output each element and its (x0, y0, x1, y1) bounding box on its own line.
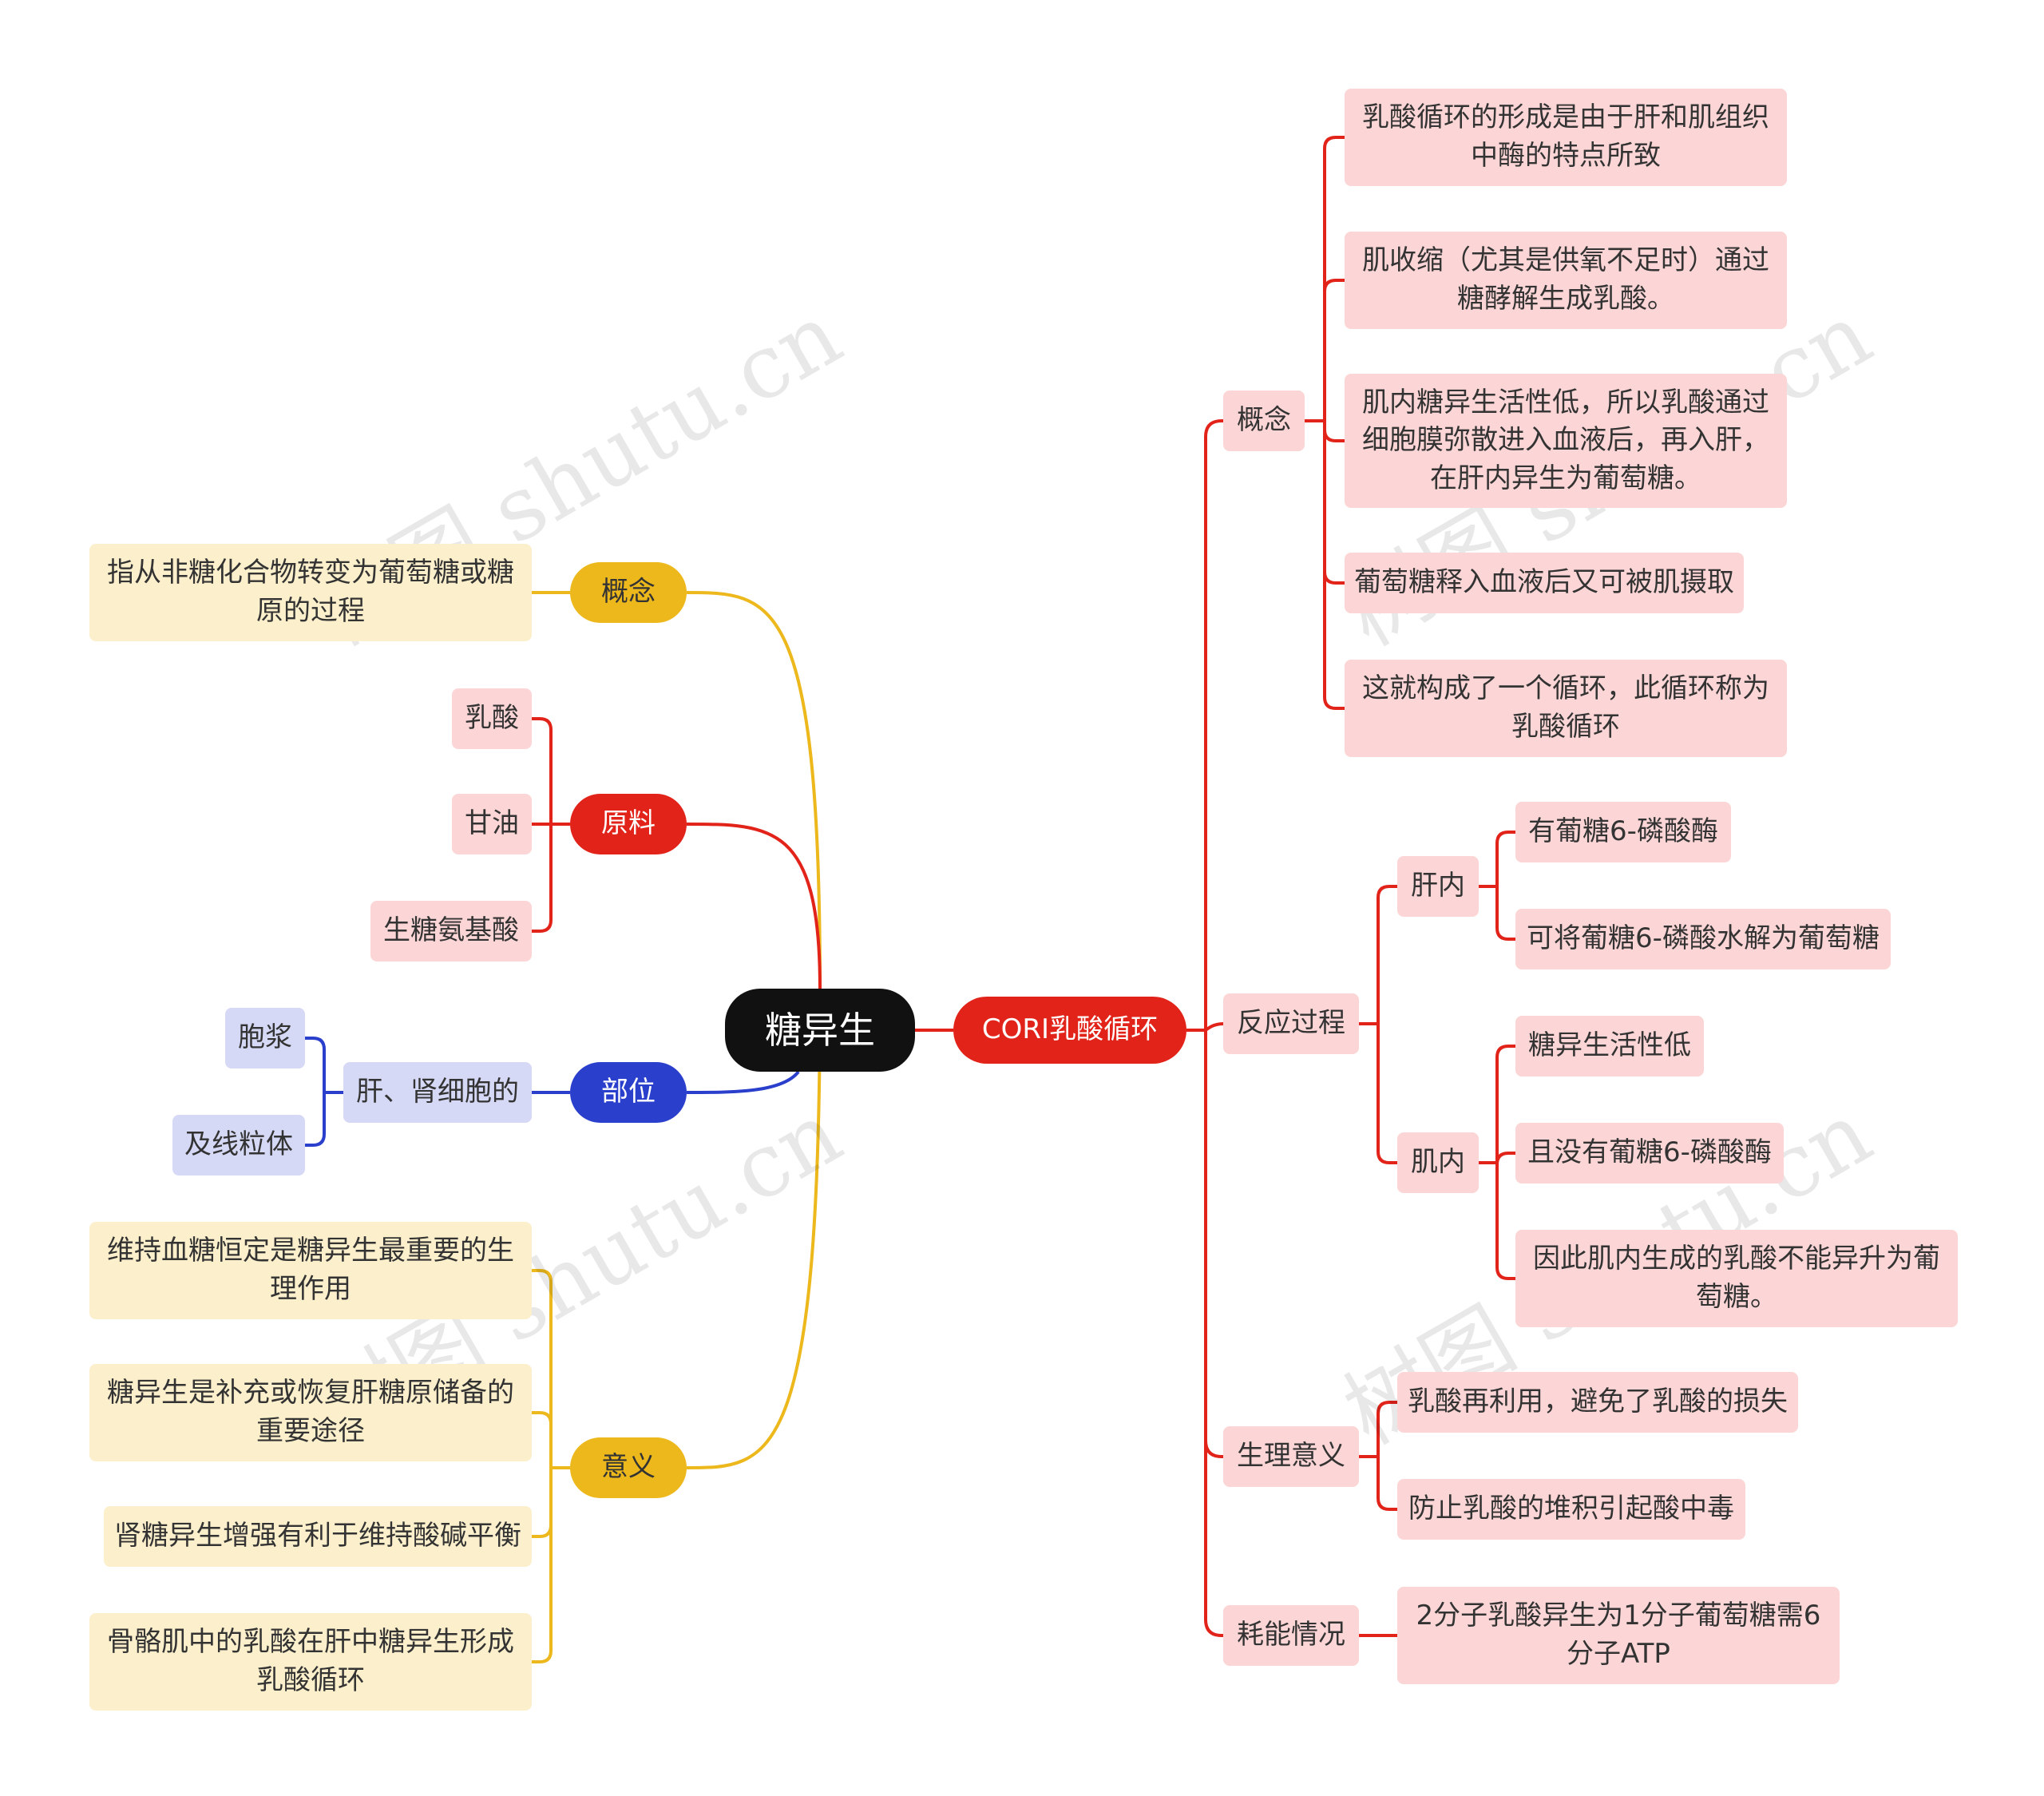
cori-concept-item[interactable]: 这就构成了一个循环，此循环称为乳酸循环 (1345, 660, 1787, 757)
liver-item[interactable]: 有葡糖6-磷酸酶 (1515, 802, 1731, 862)
significance-line (532, 1468, 553, 1663)
muscle-line (1495, 1045, 1515, 1163)
root-to-category-line (686, 823, 822, 989)
cori-concept-line (1323, 136, 1345, 421)
physiology-line (1377, 1401, 1397, 1457)
process-liver-node[interactable]: 肝内 (1397, 856, 1479, 917)
cori-branch-line (1204, 1022, 1224, 1032)
significance-line (532, 1468, 553, 1538)
cori-concept-line (1323, 279, 1345, 421)
liver-item[interactable]: 可将葡糖6-磷酸水解为葡萄糖 (1515, 909, 1891, 969)
muscle-line (1495, 1163, 1515, 1280)
root-to-category-line (686, 988, 822, 1469)
cori-energy-node[interactable]: 耗能情况 (1223, 1605, 1359, 1666)
root-to-category-line (686, 591, 822, 989)
location-mitochondria[interactable]: 及线粒体 (172, 1115, 305, 1176)
cori-process-line (1377, 1024, 1397, 1164)
significance-item[interactable]: 肾糖异生增强有利于维持酸碱平衡 (104, 1506, 532, 1567)
liver-line (1495, 886, 1515, 941)
physiology-item[interactable]: 防止乳酸的堆积引起酸中毒 (1397, 1479, 1745, 1540)
cori-branch-line (1204, 1030, 1223, 1458)
cori-concept-node[interactable]: 概念 (1223, 391, 1305, 451)
concept-definition[interactable]: 指从非糖化合物转变为葡萄糖或糖原的过程 (89, 544, 532, 641)
material-glycerol[interactable]: 甘油 (452, 794, 532, 854)
cori-concept-line (1323, 421, 1345, 585)
liver-line (1495, 831, 1515, 886)
cori-concept-line (1323, 421, 1345, 442)
cori-process-line (1377, 885, 1397, 1024)
physiology-item[interactable]: 乳酸再利用，避免了乳酸的损失 (1397, 1372, 1798, 1433)
cori-branch-line (1204, 419, 1223, 1030)
concept-node[interactable]: 概念 (570, 562, 687, 623)
energy-item[interactable]: 2分子乳酸异生为1分子葡萄糖需6分子ATP (1397, 1587, 1840, 1684)
cori-concept-item[interactable]: 肌收缩（尤其是供氧不足时）通过糖酵解生成乳酸。 (1345, 232, 1787, 329)
cori-branch-line (1204, 1030, 1223, 1637)
location-sub-line (305, 1037, 326, 1092)
physiology-line (1377, 1457, 1397, 1511)
root-to-location-line (686, 1070, 800, 1094)
cori-cycle-node[interactable]: CORI乳酸循环 (953, 997, 1186, 1064)
materials-line (532, 824, 553, 933)
location-sub-line (305, 1092, 326, 1147)
cori-concept-line (1323, 421, 1345, 710)
significance-item[interactable]: 骨骼肌中的乳酸在肝中糖异生形成乳酸循环 (89, 1613, 532, 1711)
location-cytoplasm[interactable]: 胞浆 (225, 1008, 305, 1068)
muscle-item[interactable]: 因此肌内生成的乳酸不能异升为葡萄糖。 (1515, 1230, 1958, 1327)
significance-line (532, 1411, 553, 1468)
cori-process-node[interactable]: 反应过程 (1223, 993, 1359, 1054)
muscle-item[interactable]: 且没有葡糖6-磷酸酶 (1515, 1123, 1784, 1183)
cori-concept-item[interactable]: 肌内糖异生活性低，所以乳酸通过细胞膜弥散进入血液后，再入肝，在肝内异生为葡萄糖。 (1345, 374, 1787, 508)
significance-item[interactable]: 糖异生是补充或恢复肝糖原储备的重要途径 (89, 1364, 532, 1461)
root-node[interactable]: 糖异生 (725, 989, 915, 1072)
cori-concept-item[interactable]: 葡萄糖释入血液后又可被肌摄取 (1345, 553, 1744, 613)
significance-line (532, 1269, 553, 1468)
significance-item[interactable]: 维持血糖恒定是糖异生最重要的生理作用 (89, 1222, 532, 1319)
location-node[interactable]: 部位 (570, 1062, 687, 1123)
process-muscle-node[interactable]: 肌内 (1397, 1132, 1479, 1193)
material-amino-acids[interactable]: 生糖氨基酸 (370, 901, 532, 961)
material-lactate[interactable]: 乳酸 (452, 688, 532, 749)
cori-physiology-node[interactable]: 生理意义 (1223, 1426, 1359, 1487)
materials-node[interactable]: 原料 (570, 794, 687, 854)
cori-concept-item[interactable]: 乳酸循环的形成是由于肝和肌组织中酶的特点所致 (1345, 89, 1787, 186)
materials-line (532, 717, 553, 824)
muscle-item[interactable]: 糖异生活性低 (1515, 1016, 1704, 1076)
muscle-line (1495, 1152, 1515, 1165)
location-cells[interactable]: 肝、肾细胞的 (343, 1062, 532, 1123)
significance-node[interactable]: 意义 (570, 1437, 687, 1498)
